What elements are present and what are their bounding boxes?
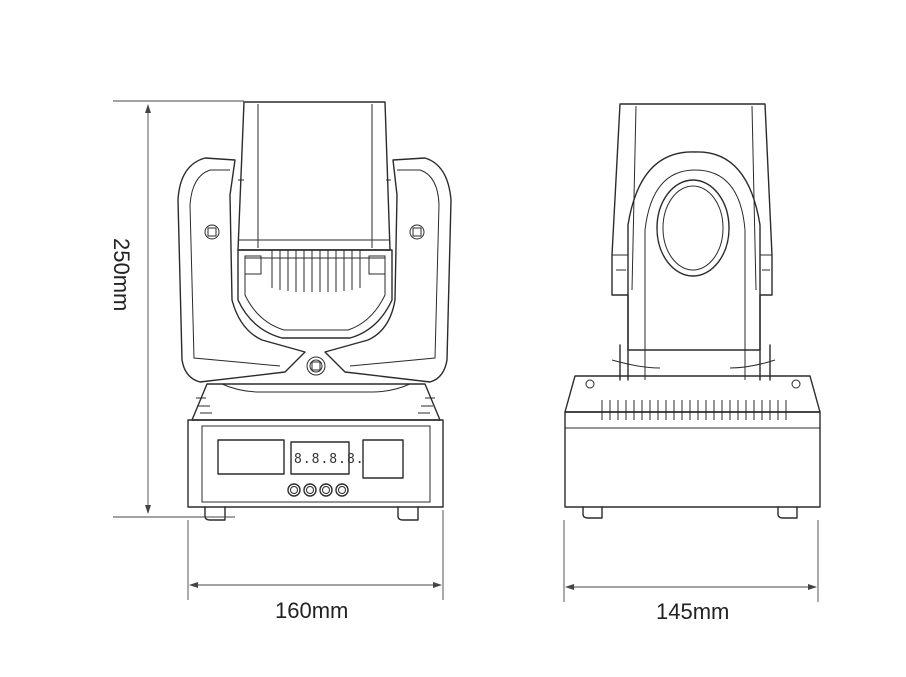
front-yoke-left: [177, 157, 306, 383]
side-vents: [601, 400, 787, 420]
front-grill: [244, 250, 386, 292]
side-base-body: [564, 411, 821, 508]
control-buttons: [287, 483, 349, 497]
front-view: 8.8.8.8.: [177, 101, 452, 521]
front-head-housing: [237, 101, 391, 251]
height-label: 250mm: [109, 238, 134, 311]
side-view: [564, 103, 821, 519]
control-button-3: [319, 483, 333, 497]
dimension-side-width: [563, 520, 819, 602]
front-head-lower: [237, 249, 393, 339]
front-panel-left: [217, 439, 285, 475]
screw-icon-center: [306, 356, 326, 376]
dimension-front-width: [187, 510, 444, 600]
side-head-housing: [611, 103, 773, 351]
front-base-top: [191, 383, 441, 421]
front-width-label: 160mm: [275, 598, 348, 623]
control-button-1: [287, 483, 301, 497]
led-readout: 8.8.8.8.: [294, 452, 365, 467]
control-button-4: [335, 483, 349, 497]
screw-icon-left: [204, 224, 220, 240]
side-yoke: [627, 151, 761, 381]
led-display: [290, 441, 350, 475]
dimension-height: [113, 100, 244, 518]
side-base-top: [564, 375, 821, 413]
control-button-2: [303, 483, 317, 497]
side-width-label: 145mm: [656, 599, 729, 624]
front-yoke-right: [324, 157, 452, 383]
front-panel-right: [362, 439, 404, 479]
screw-icon-right: [409, 224, 425, 240]
side-oval-window: [656, 179, 730, 277]
front-base-body: [187, 419, 444, 508]
